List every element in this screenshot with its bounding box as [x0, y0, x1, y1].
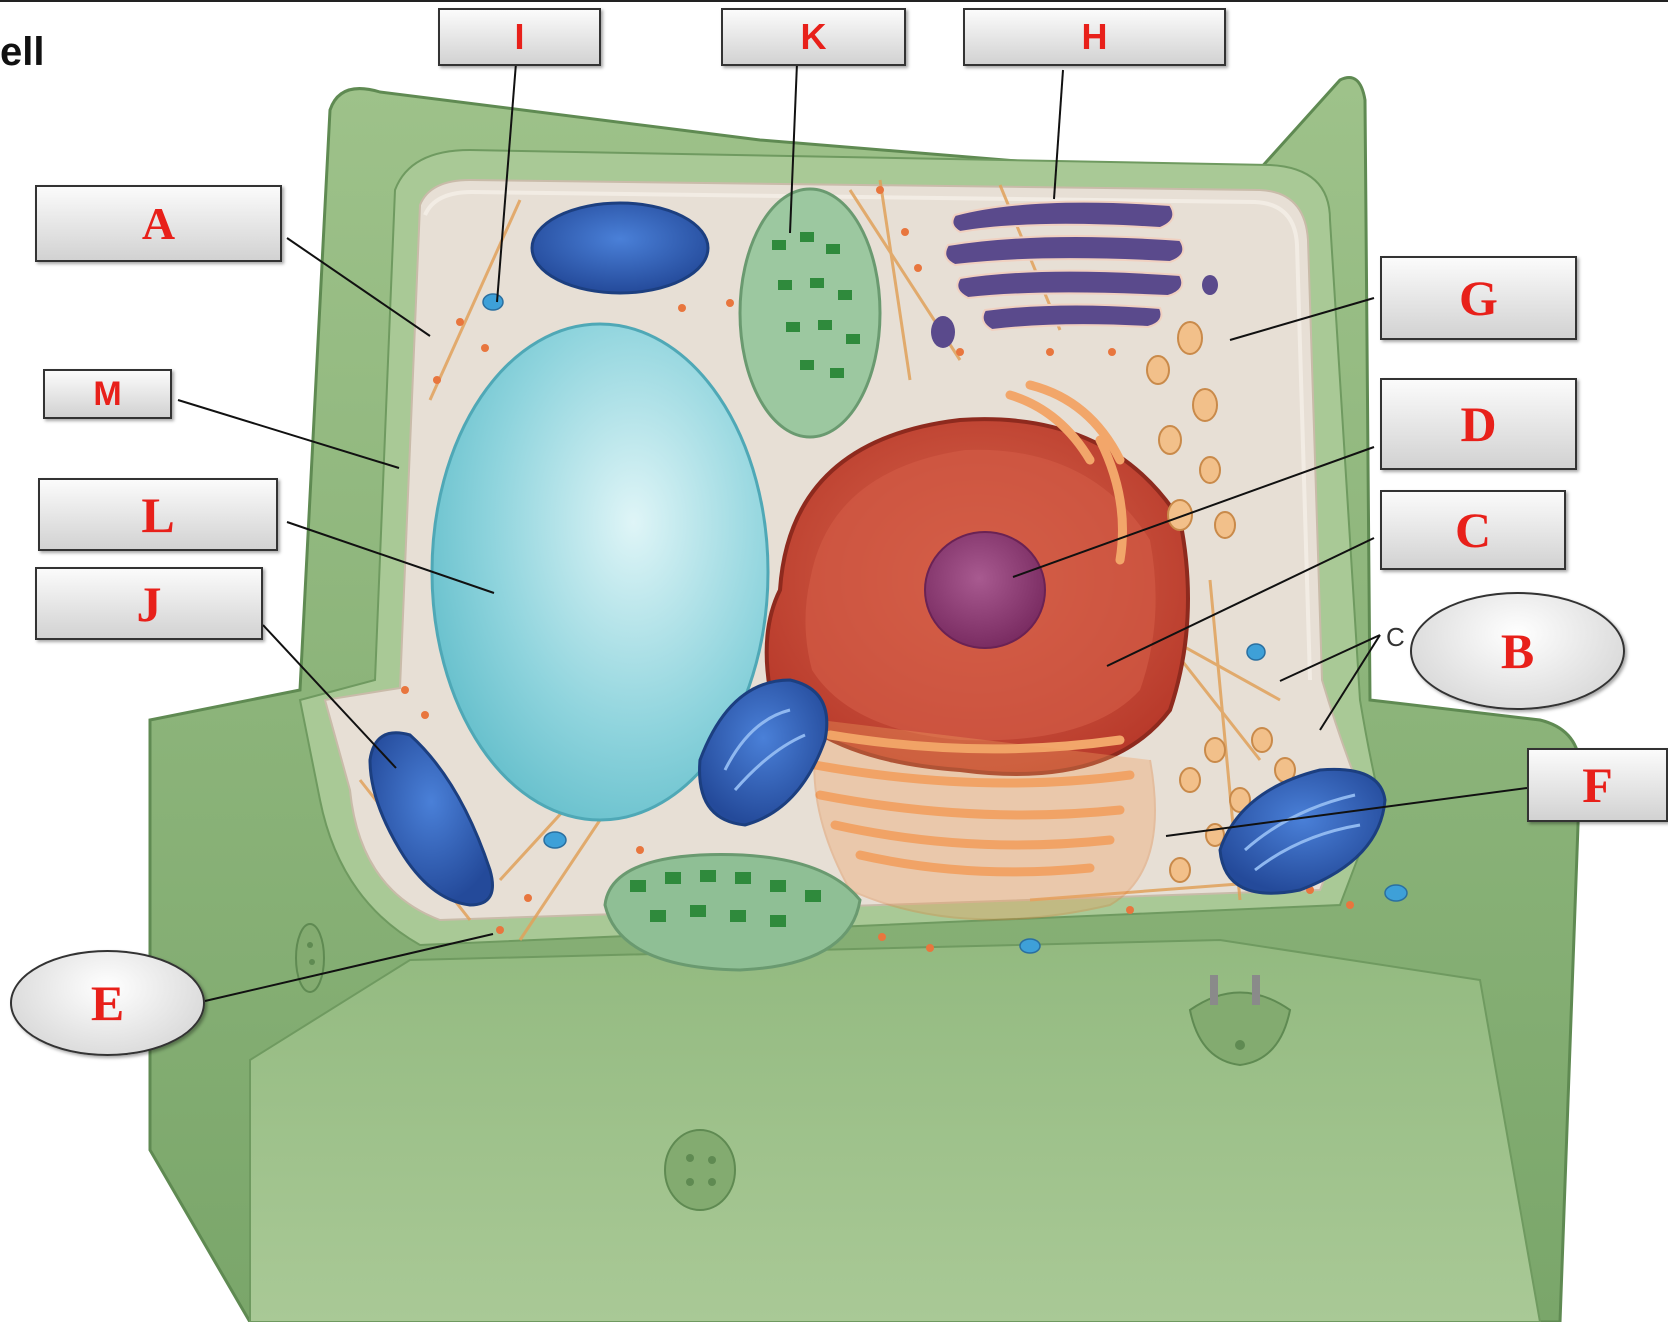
- label-I[interactable]: I: [438, 8, 601, 66]
- nucleolus: [925, 532, 1045, 648]
- label-M[interactable]: M: [43, 369, 172, 419]
- label-G[interactable]: G: [1380, 256, 1577, 340]
- svg-text:C: C: [1386, 622, 1405, 652]
- label-E[interactable]: E: [10, 950, 205, 1056]
- label-C[interactable]: C: [1380, 490, 1566, 570]
- label-L[interactable]: L: [38, 478, 278, 551]
- chloroplast-top: [740, 189, 880, 437]
- label-F[interactable]: F: [1527, 748, 1668, 822]
- label-J[interactable]: J: [35, 567, 263, 640]
- plastid-top: [532, 203, 708, 293]
- label-H[interactable]: H: [963, 8, 1226, 66]
- label-B[interactable]: B: [1410, 592, 1625, 710]
- label-K[interactable]: K: [721, 8, 906, 66]
- chloroplast-bottom: [605, 855, 860, 970]
- label-A[interactable]: A: [35, 185, 282, 262]
- label-D[interactable]: D: [1380, 378, 1577, 470]
- cell-wall-front: [250, 940, 1540, 1322]
